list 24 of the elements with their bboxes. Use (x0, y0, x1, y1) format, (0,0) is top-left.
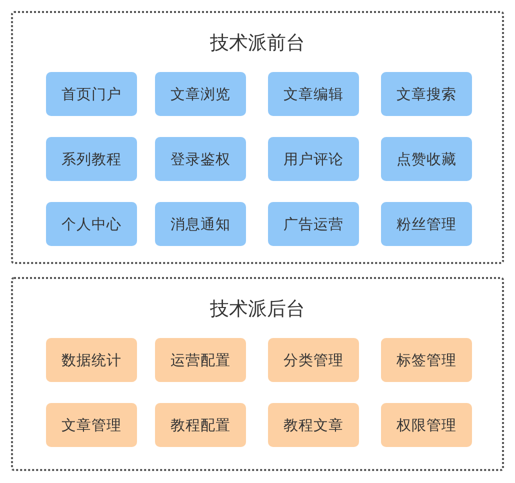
module-tile: 运营配置 (155, 338, 246, 382)
module-tile: 文章搜索 (381, 72, 472, 116)
panel-title: 技术派前台 (209, 31, 306, 55)
module-tile: 个人中心 (46, 202, 137, 246)
panel-title: 技术派后台 (209, 297, 306, 321)
module-tile: 粉丝管理 (381, 202, 472, 246)
module-tile: 文章管理 (46, 403, 137, 447)
module-tile: 教程配置 (155, 403, 246, 447)
module-tile: 登录鉴权 (155, 137, 246, 181)
module-tile: 文章编辑 (268, 72, 359, 116)
module-tile: 教程文章 (268, 403, 359, 447)
module-tile: 数据统计 (46, 338, 137, 382)
module-tile: 消息通知 (155, 202, 246, 246)
module-tile: 分类管理 (268, 338, 359, 382)
module-tile: 文章浏览 (155, 72, 246, 116)
module-tile: 系列教程 (46, 137, 137, 181)
module-tile: 权限管理 (381, 403, 472, 447)
module-tile: 标签管理 (381, 338, 472, 382)
group-panel (11, 11, 504, 264)
module-tile: 点赞收藏 (381, 137, 472, 181)
module-tile: 用户评论 (268, 137, 359, 181)
module-tile: 广告运营 (268, 202, 359, 246)
module-tile: 首页门户 (46, 72, 137, 116)
group-panel (11, 277, 504, 471)
